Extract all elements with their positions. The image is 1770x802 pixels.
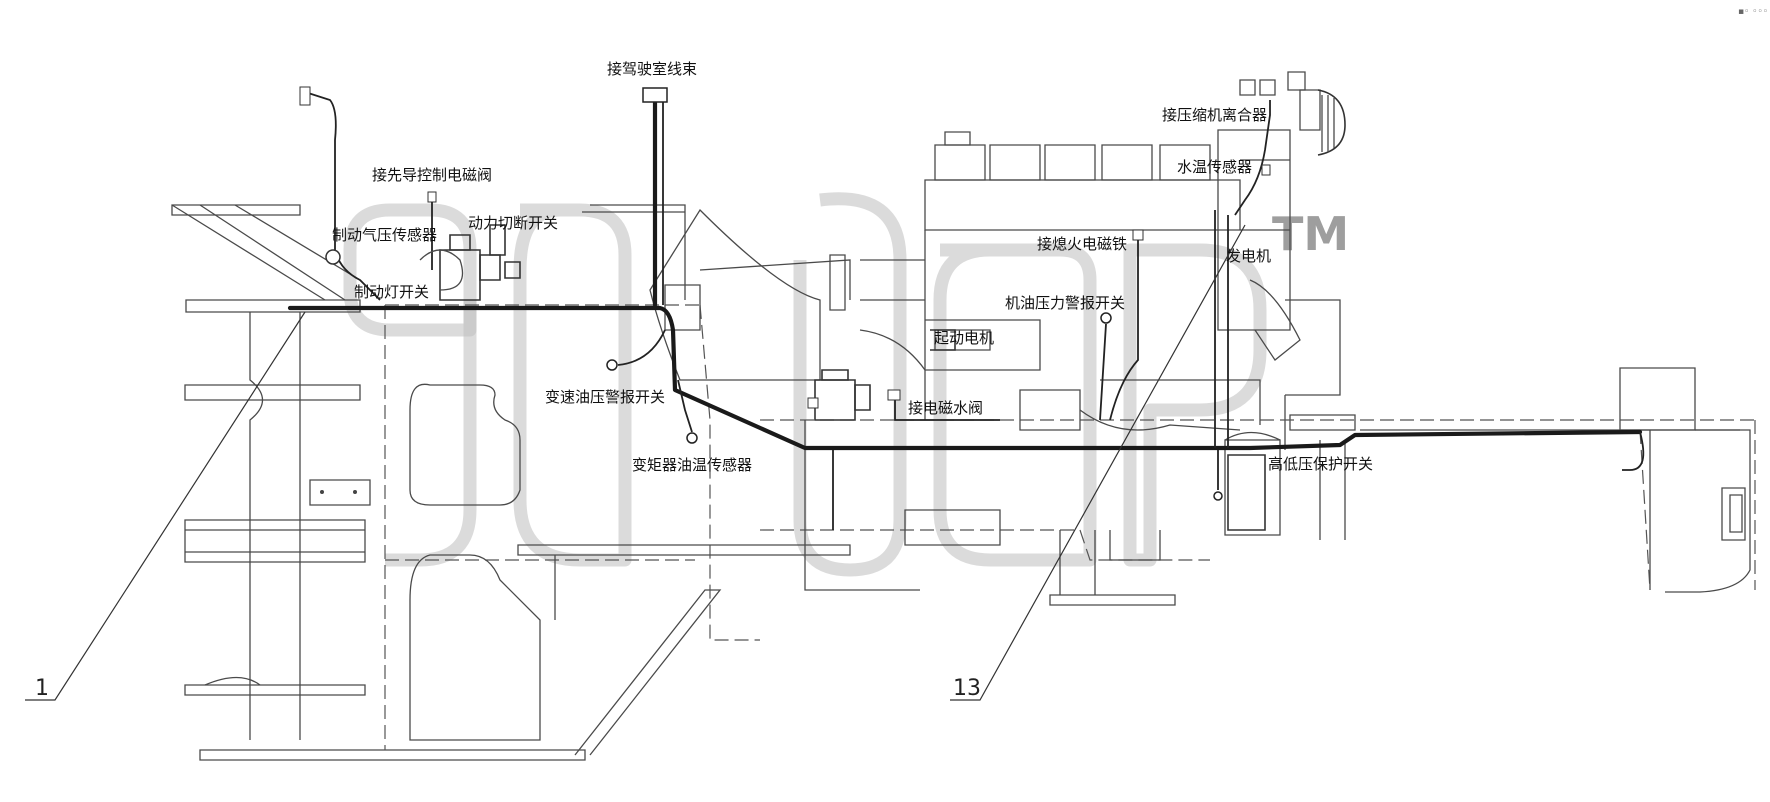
callout-leaders: [25, 224, 1246, 701]
label-water-solenoid-valve: 接电磁水阀: [908, 399, 983, 417]
main-harness: [287, 97, 1643, 451]
label-hi-lo-pressure-switch: 高低压保护开关: [1268, 455, 1373, 473]
label-brake-air-sensor: 制动气压传感器: [332, 226, 437, 244]
machine-outline: [171, 71, 1756, 761]
corner-mark: ▪︎◦ ◦◦◦: [1738, 7, 1768, 17]
label-converter-oil-temp-sensor: 变矩器油温传感器: [632, 456, 752, 474]
label-pilot-solenoid: 接先导控制电磁阀: [372, 166, 492, 184]
label-power-cutoff-switch: 动力切断开关: [468, 214, 558, 232]
label-compressor-clutch: 接压缩机离合器: [1162, 106, 1267, 124]
labels: 接驾驶室线束 接先导控制电磁阀 动力切断开关 制动气压传感器 制动灯开关 接压缩…: [35, 7, 1768, 701]
label-flameout-solenoid: 接熄火电磁铁: [1037, 235, 1127, 253]
callout-item-1: 1: [35, 676, 49, 701]
label-water-temp-sensor: 水温传感器: [1177, 158, 1252, 176]
label-starter-motor: 起动电机: [934, 329, 994, 347]
branch-wires: [299, 86, 1645, 531]
watermark: TM: [343, 192, 1349, 577]
trademark-mark: TM: [1272, 207, 1349, 261]
label-oil-pressure-switch: 机油压力警报开关: [1005, 294, 1125, 312]
label-trans-oil-pressure-switch: 变速油压警报开关: [545, 388, 665, 406]
label-brake-light-switch: 制动灯开关: [354, 283, 429, 301]
label-generator: 发电机: [1226, 247, 1271, 265]
callout-item-13: 13: [953, 676, 981, 701]
label-cab-harness: 接驾驶室线束: [607, 60, 697, 78]
